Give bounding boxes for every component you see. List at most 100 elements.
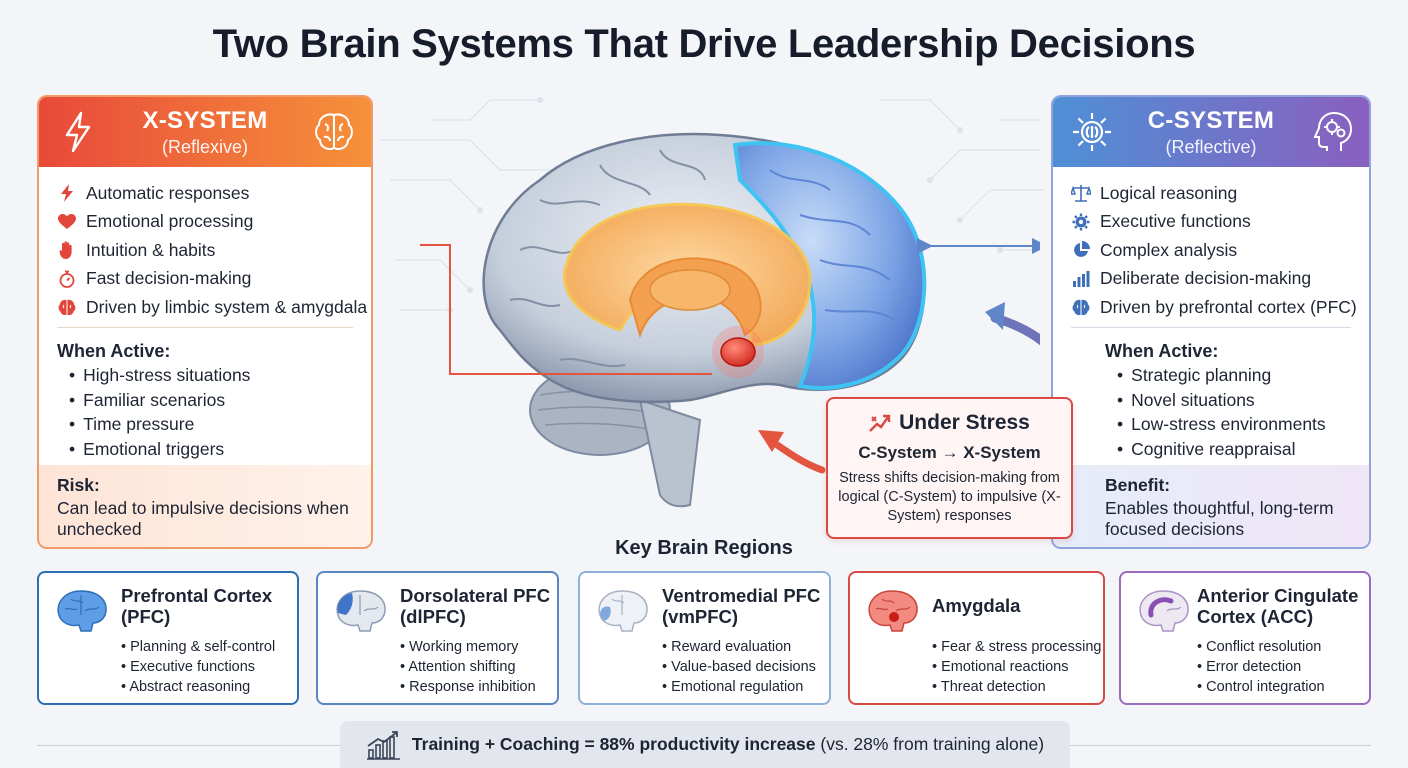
brain-icon [315,113,353,150]
region-detail: Attention shifting [400,657,536,677]
feature-text: Complex analysis [1100,239,1238,260]
feature-text: Emotional processing [86,211,254,232]
under-stress-title: Under Stress [828,411,1071,435]
region-detail: Error detection [1197,657,1325,677]
region-detail: Emotional reactions [932,657,1101,677]
region-detail: Planning & self-control [121,637,275,657]
amygdala-region [720,337,756,367]
c-system-panel: C-SYSTEM (Reflective) Logical reasoning … [1051,95,1371,549]
stress-shift-arrow [990,313,1040,346]
under-stress-label: Under Stress [899,411,1030,434]
region-card-amygdala: Amygdala Fear & stress processing Emotio… [848,571,1105,705]
page-title: Two Brain Systems That Drive Leadership … [212,22,1196,66]
feature-text: Driven by prefrontal cortex (PFC) [1100,296,1357,317]
x-system-title: X-SYSTEM [142,107,268,134]
c-system-title: C-SYSTEM [1147,107,1275,134]
brain-icon [336,590,386,632]
feature-item: Fast decision-making [57,265,367,294]
risk-text: Can lead to impulsive decisions when unc… [57,498,349,539]
feature-item: Driven by prefrontal cortex (PFC) [1071,293,1357,322]
stopwatch-icon [57,269,77,289]
feature-text: Fast decision-making [86,268,252,289]
when-active-item: Strategic planning [1117,363,1326,388]
benefit-title: Benefit: [1105,475,1171,495]
region-details: Reward evaluation Value-based decisions … [662,637,816,697]
c-system-features: Logical reasoning Executive functions Co… [1071,179,1357,322]
feature-item: Driven by limbic system & amygdala [57,293,367,322]
bar-chart-icon [1071,269,1091,289]
when-active-list: Strategic planning Novel situations Low-… [1117,363,1326,461]
region-card-acc: Anterior Cingulate Cortex (ACC) Conflict… [1119,571,1371,705]
scale-icon [1071,183,1091,203]
brain-icon [1139,590,1189,632]
region-detail: Reward evaluation [662,637,816,657]
when-active-item: Emotional triggers [69,437,250,462]
x-system-header: X-SYSTEM (Reflexive) [39,97,371,167]
brain-illustration [420,132,1040,508]
brain-icon [868,590,918,632]
feature-item: Deliberate decision-making [1071,265,1357,294]
feature-item: Emotional processing [57,208,367,237]
feature-item: Logical reasoning [1071,179,1357,208]
feature-text: Intuition & habits [86,239,216,260]
x-system-connector [420,244,712,375]
when-active-title: When Active: [1105,341,1219,361]
c-system-subtitle: (Reflective) [1165,137,1257,157]
under-stress-box: Under Stress C-System → X-System Stress … [826,397,1073,539]
when-active-item: Familiar scenarios [69,388,250,413]
region-name: Ventromedial PFC (vmPFC) [662,585,821,627]
region-details: Conflict resolution Error detection Cont… [1197,637,1325,697]
region-detail: Value-based decisions [662,657,816,677]
heart-icon [57,212,77,232]
gear-icon [1071,212,1091,232]
feature-item: Intuition & habits [57,236,367,265]
region-detail: Control integration [1197,677,1325,697]
stat-banner: Training + Coaching = 88% productivity i… [340,721,1070,768]
x-system-panel: X-SYSTEM (Reflexive) Automatic responses… [37,95,373,549]
region-detail: Working memory [400,637,536,657]
x-system-subtitle: (Reflexive) [161,137,249,157]
feature-item: Complex analysis [1071,236,1357,265]
region-detail: Threat detection [932,677,1101,697]
feature-text: Driven by limbic system & amygdala [86,296,368,317]
feature-text: Executive functions [1100,211,1251,232]
region-name: Anterior Cingulate Cortex (ACC) [1197,585,1359,627]
when-active-item: Novel situations [1117,388,1326,413]
when-active-item: Time pressure [69,412,250,437]
under-stress-text: Stress shifts decision-making from logic… [838,470,1061,524]
brain-icon [598,590,648,632]
divider [57,327,353,328]
stat-text: Training + Coaching = 88% productivity i… [412,734,1044,755]
pie-chart-icon [1071,240,1091,260]
feature-item: Automatic responses [57,179,367,208]
feature-item: Executive functions [1071,208,1357,237]
x-system-features: Automatic responses Emotional processing… [57,179,367,322]
stress-icon [869,414,891,432]
region-name: Dorsolateral PFC (dlPFC) [400,585,551,627]
region-name: Amygdala [932,595,1021,616]
region-card-dlpfc: Dorsolateral PFC (dlPFC) Working memory … [316,571,559,705]
divider [1071,327,1351,328]
brain-icon [57,297,77,317]
stat-bold: Training + Coaching = 88% productivity i… [411,734,816,754]
region-detail: Fear & stress processing [932,637,1101,657]
stress-to-brain-arrow [766,436,826,474]
feature-text: Automatic responses [86,182,250,203]
key-regions-title: Key Brain Regions [615,537,793,559]
when-active-item: Cognitive reappraisal [1117,437,1326,462]
stat-rest: (vs. 28% from training alone) [815,734,1045,754]
when-active-item: Low-stress environments [1117,412,1326,437]
region-details: Working memory Attention shifting Respon… [400,637,536,697]
when-active-title: When Active: [57,341,171,361]
benefit-box: Benefit: Enables thoughtful, long-term f… [1053,465,1369,547]
risk-title: Risk: [57,475,100,495]
hand-icon [57,240,77,260]
benefit-text: Enables thoughtful, long-term focused de… [1105,498,1334,539]
gear-icon [1073,113,1111,151]
lightning-icon [65,111,91,153]
region-card-vmpfc: Ventromedial PFC (vmPFC) Reward evaluati… [578,571,831,705]
region-details: Planning & self-control Executive functi… [121,637,275,697]
region-detail: Response inhibition [400,677,536,697]
under-stress-subtitle: C-System → X-System [858,443,1041,462]
region-detail: Abstract reasoning [121,677,275,697]
